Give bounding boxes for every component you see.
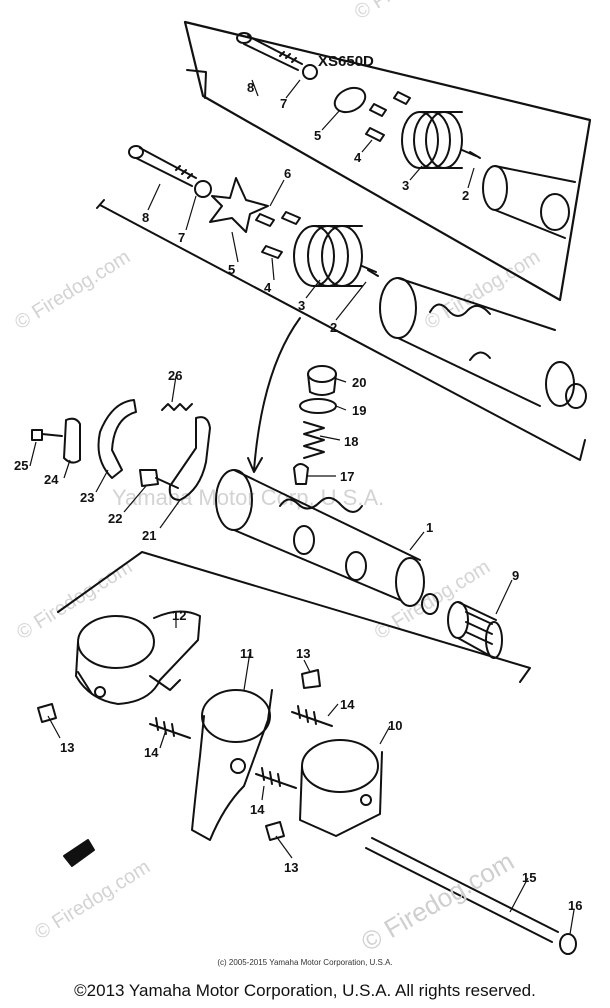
washer-7-upper bbox=[302, 64, 318, 80]
roller-13-left bbox=[37, 703, 57, 723]
fork-group-bracket bbox=[57, 551, 531, 683]
clip-16 bbox=[559, 933, 577, 955]
assembly-arrow bbox=[247, 317, 301, 473]
roller-13-middle bbox=[301, 669, 321, 689]
bolt-22 bbox=[139, 469, 179, 489]
callout-24: 24 bbox=[44, 472, 59, 487]
spring-18 bbox=[303, 421, 325, 459]
model-label: XS650D bbox=[318, 53, 374, 70]
callout-labels: 8 7 5 4 3 2 8 7 5 6 4 3 2 20 19 18 17 1 … bbox=[14, 80, 582, 913]
segment-plate-23 bbox=[97, 399, 137, 479]
callout-11: 11 bbox=[240, 646, 254, 661]
shift-fork-10 bbox=[299, 739, 383, 837]
plug-20 bbox=[307, 365, 337, 396]
callout-5-upper: 5 bbox=[314, 128, 321, 143]
bolt-8-middle bbox=[128, 145, 197, 187]
copyright-main: ©2013 Yamaha Motor Corporation, U.S.A. A… bbox=[74, 981, 536, 1000]
callout-17: 17 bbox=[340, 469, 354, 484]
callout-7-middle: 7 bbox=[178, 230, 185, 245]
watermark-brand-bottom-left: © Firedog.com bbox=[31, 856, 154, 944]
watermark-brand-mid: © Firedog.com bbox=[371, 556, 494, 644]
callout-12: 12 bbox=[172, 608, 186, 623]
callout-13-right: 13 bbox=[284, 860, 298, 875]
callout-2-middle: 2 bbox=[330, 320, 337, 335]
shift-drum-middle bbox=[379, 277, 587, 409]
callout-6: 6 bbox=[284, 166, 291, 181]
callout-16: 16 bbox=[568, 898, 582, 913]
callout-26: 26 bbox=[168, 368, 182, 383]
shift-drum-1 bbox=[215, 469, 439, 615]
shift-fork-11 bbox=[191, 689, 273, 841]
callout-13-middle: 13 bbox=[296, 646, 310, 661]
screw-25 bbox=[31, 429, 63, 441]
callout-19: 19 bbox=[352, 403, 366, 418]
middle-group-bracket bbox=[96, 199, 586, 461]
pin-14-middle bbox=[291, 705, 333, 727]
callout-15: 15 bbox=[522, 870, 536, 885]
callout-4-upper: 4 bbox=[354, 150, 362, 165]
star-plate-5 bbox=[209, 177, 269, 233]
pin-14-right bbox=[255, 767, 297, 789]
callout-14-left: 14 bbox=[144, 745, 159, 760]
leader-lines bbox=[29, 79, 575, 935]
callout-2-upper: 2 bbox=[462, 188, 469, 203]
shift-fork-12 bbox=[75, 610, 201, 705]
drum-3-upper bbox=[401, 111, 481, 169]
spring-26 bbox=[161, 403, 193, 411]
needle-bearing-9 bbox=[447, 601, 503, 659]
stopper-24 bbox=[63, 417, 81, 464]
front-arrow-icon bbox=[63, 839, 95, 867]
callout-3-upper: 3 bbox=[402, 178, 409, 193]
copyright-small: (c) 2005-2015 Yamaha Motor Corporation, … bbox=[217, 958, 393, 967]
stopper-lever-21 bbox=[168, 416, 211, 501]
callout-18: 18 bbox=[344, 434, 358, 449]
plunger-17 bbox=[293, 463, 309, 485]
callout-20: 20 bbox=[352, 375, 366, 390]
watermark-center: Yamaha Motor Corp, U.S.A. bbox=[112, 485, 384, 510]
callout-4-middle: 4 bbox=[264, 280, 272, 295]
callout-3-middle: 3 bbox=[298, 298, 305, 313]
bolt-8-upper bbox=[236, 32, 303, 71]
watermark-brand-large: © Firedog.com bbox=[356, 846, 519, 957]
xs650d-inset-box: XS650D bbox=[183, 20, 592, 302]
watermark-layer: © Firedog.com © Firedog.com © Firedog.co… bbox=[11, 0, 544, 944]
watermark-brand-left: © Firedog.com bbox=[11, 246, 134, 334]
drum-3-middle bbox=[293, 225, 379, 287]
plate-5-upper bbox=[333, 86, 367, 114]
callout-8-middle: 8 bbox=[142, 210, 149, 225]
watermark-brand-top-right: © Firedog.com bbox=[351, 0, 474, 24]
callout-13-left: 13 bbox=[60, 740, 74, 755]
callout-7-upper: 7 bbox=[280, 96, 287, 111]
roller-13-right bbox=[265, 821, 285, 841]
callout-23: 23 bbox=[80, 490, 94, 505]
callout-8-upper: 8 bbox=[247, 80, 254, 95]
callout-14-right: 14 bbox=[250, 802, 265, 817]
callout-5-middle: 5 bbox=[228, 262, 235, 277]
pin-14-left bbox=[149, 717, 191, 739]
callout-10: 10 bbox=[388, 718, 402, 733]
callout-25: 25 bbox=[14, 458, 28, 473]
callout-9: 9 bbox=[512, 568, 519, 583]
callout-21: 21 bbox=[142, 528, 156, 543]
callout-1: 1 bbox=[426, 520, 433, 535]
gasket-19 bbox=[299, 398, 337, 414]
callout-14-middle: 14 bbox=[340, 697, 355, 712]
guide-bar-15 bbox=[365, 837, 559, 943]
washer-7-middle bbox=[194, 180, 212, 198]
shift-drum-upper bbox=[482, 165, 576, 239]
callout-22: 22 bbox=[108, 511, 122, 526]
